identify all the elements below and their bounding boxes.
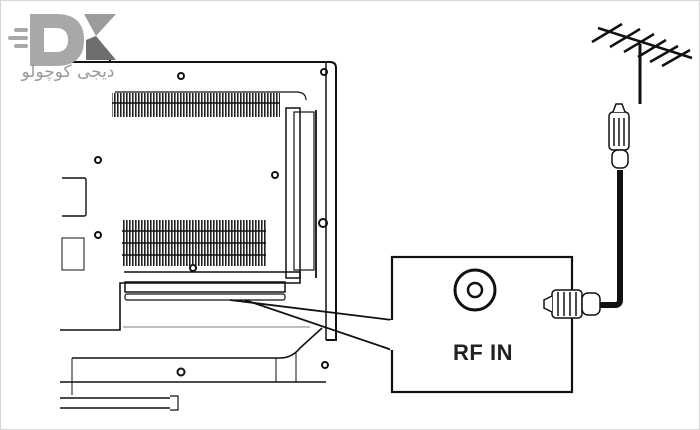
antenna bbox=[591, 22, 693, 104]
rf-in-label: RF IN bbox=[453, 340, 513, 365]
rf-in-callout-box bbox=[390, 255, 574, 394]
mounting-screws bbox=[94, 68, 329, 377]
coaxial-cable bbox=[600, 170, 623, 308]
tv-rear-panel bbox=[60, 60, 337, 411]
vent-grille-top bbox=[112, 93, 280, 117]
coax-plug-tv bbox=[543, 289, 601, 319]
logo-mark bbox=[8, 14, 116, 66]
callout-leader bbox=[229, 299, 393, 351]
rf-in-port-inner bbox=[466, 281, 484, 299]
rf-in-port-outer bbox=[453, 268, 497, 312]
coax-plug-antenna bbox=[608, 103, 630, 169]
logo-caption: دیجی کوچولو bbox=[21, 62, 115, 82]
